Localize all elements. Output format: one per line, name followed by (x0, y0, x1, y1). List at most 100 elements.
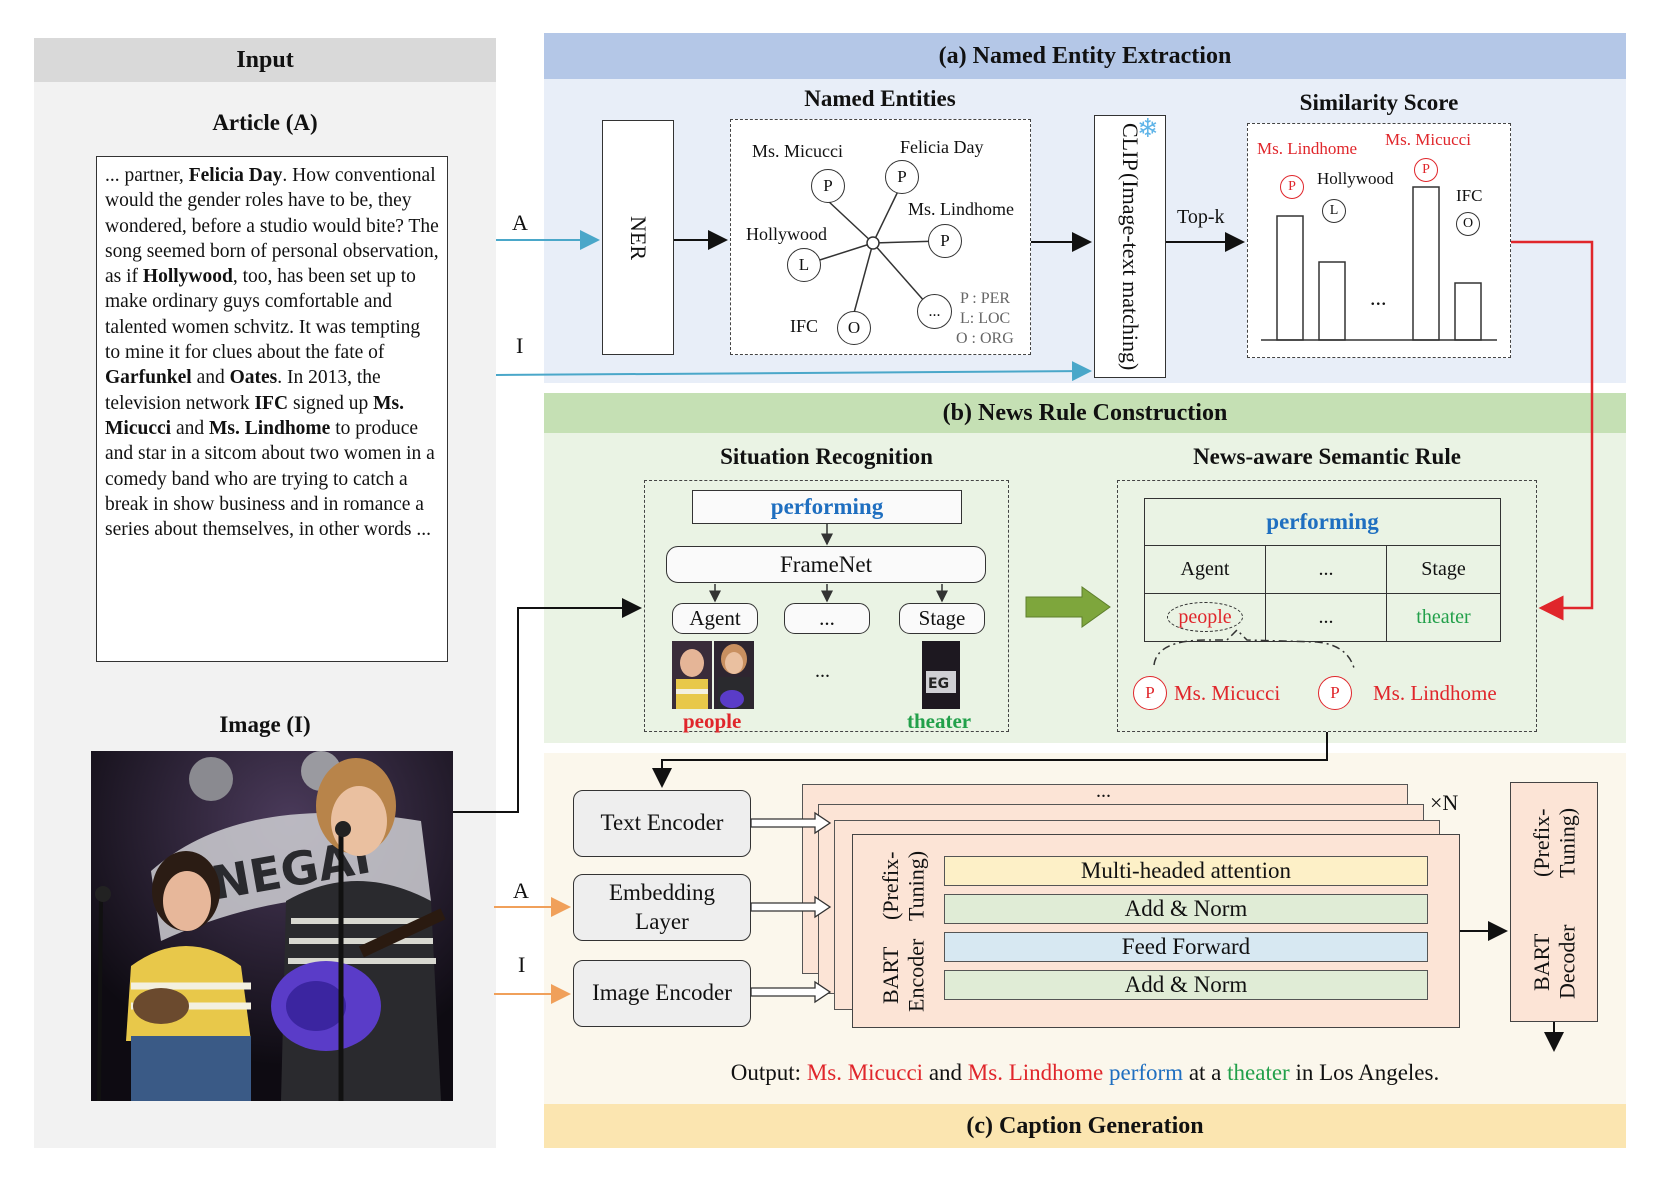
rule-value-agent: people (1144, 593, 1266, 642)
snowflake-icon: ❄ (1137, 114, 1159, 144)
similarity-ellipsis: ... (1370, 285, 1387, 310)
construction-arrow-icon (1025, 586, 1111, 628)
article-text-segment: signed up (288, 392, 374, 414)
situation-title: Situation Recognition (720, 444, 933, 469)
bart-decoder-block: BART Decoder (Prefix-Tuning) (1510, 782, 1598, 1022)
similarity-label-micucci: Ms. Micucci (1385, 130, 1471, 149)
bart-encoder-label: BART Encoder (877, 938, 928, 1013)
article-title: Article (A) (212, 110, 318, 135)
rule-entity-node-2: P (1318, 676, 1352, 710)
output-segment: Ms. Lindhome (967, 1060, 1104, 1085)
article-text-segment: and (171, 417, 209, 439)
theater-label: theater (907, 709, 972, 733)
rule-table: performing Agent ... Stage people ... th… (1144, 498, 1501, 642)
situation-middle-ellipsis: ... (815, 660, 830, 682)
entity-node-micucci: P (811, 169, 845, 203)
output-segment: Ms. Micucci (806, 1060, 924, 1085)
agent-thumbnail-1 (672, 641, 712, 709)
panel-c-input-a: A (513, 878, 529, 903)
entity-node-more: ... (917, 294, 952, 329)
rule-entity-label-2: Ms. Lindhome (1373, 681, 1497, 705)
entity-label-ifc: IFC (790, 316, 819, 336)
similarity-node-lindhome: P (1280, 175, 1304, 199)
entity-legend-org: O : ORG (956, 330, 1014, 347)
entity-label-hollywood: Hollywood (746, 224, 827, 244)
clip-sublabel: (Image-text matching) (1118, 172, 1143, 370)
role-stage: Stage (899, 603, 985, 634)
framenet-box: FrameNet (666, 546, 986, 583)
output-prefix: Output: (730, 1060, 802, 1085)
stack-ellipsis: ... (1096, 780, 1111, 802)
situation-verb-box: performing (692, 490, 962, 524)
output-segment: perform (1103, 1060, 1184, 1085)
similarity-bars (1261, 186, 1497, 341)
topk-label: Top-k (1177, 206, 1225, 228)
framenet-label: FrameNet (780, 551, 872, 577)
panel-b-title: (b) News Rule Construction (942, 399, 1228, 426)
entity-legend-loc: L: LOC (960, 310, 1011, 327)
output-text: Ms. Micucci and Ms. Lindhome perform at … (807, 1060, 1439, 1085)
bart-encoder-sublabel: (Prefix-Tuning) (877, 850, 928, 921)
layer-add-norm-2: Add & Norm (944, 970, 1428, 1000)
article-text-segment: , too, has been set up to make ordinary … (105, 266, 421, 364)
article-text-segment: ... partner, (105, 165, 189, 186)
bart-decoder-label: BART Decoder (1528, 924, 1579, 1000)
similarity-label-ifc: IFC (1456, 186, 1483, 205)
repeat-label: ×N (1430, 790, 1459, 815)
panel-c-title: (c) Caption Generation (966, 1112, 1204, 1139)
clip-box: CLIP (Image-text matching) (1094, 115, 1166, 378)
entity-node-ifc: O (837, 311, 871, 345)
panel-a-input-i: I (516, 333, 524, 358)
situation-verb: performing (770, 494, 884, 519)
entity-legend-per: P : PER (960, 290, 1011, 307)
similarity-node-micucci: P (1414, 158, 1438, 182)
situation-box (644, 480, 1009, 732)
output-segment: at a (1183, 1060, 1228, 1085)
named-entities-title: Named Entities (804, 86, 956, 111)
layer-feed-forward: Feed Forward (944, 932, 1428, 962)
similarity-node-ifc: O (1456, 212, 1480, 236)
ner-label: NER (626, 215, 651, 260)
article-entity-mention: Ms. Micucci (105, 392, 404, 439)
clip-label: CLIP (1118, 123, 1143, 171)
rule-entity-label-1: Ms. Micucci (1174, 681, 1281, 705)
named-entities-box (730, 119, 1031, 355)
image-title: Image (I) (219, 712, 311, 737)
article-entity-mention: IFC (254, 392, 289, 414)
rule-value-stage: theater (1386, 593, 1501, 642)
input-title: Input (236, 46, 294, 73)
rule-header-agent: Agent (1144, 545, 1266, 594)
role-agent: Agent (672, 603, 758, 634)
output-segment: in Los Angeles. (1289, 1060, 1440, 1085)
panel-c-header: (c) Caption Generation (544, 1104, 1626, 1148)
people-label: people (683, 709, 742, 733)
bart-encoder-label-wrap: BART Encoder (Prefix-Tuning) (868, 840, 938, 1020)
article-entity-mention: Garfunkel (105, 367, 192, 389)
article-text-segment: and (191, 367, 230, 389)
output-caption: Output: Ms. Micucci and Ms. Lindhome per… (544, 1060, 1626, 1086)
entity-node-lindhome: P (928, 224, 962, 258)
article-text-segment: . In 2013, the television network (105, 367, 381, 414)
article-entity-mention: Felicia Day (188, 165, 283, 186)
panel-b-header: (b) News Rule Construction (544, 393, 1626, 433)
text-encoder-box: Text Encoder (573, 790, 751, 857)
layer-multihead-attention: Multi-headed attention (944, 856, 1428, 886)
article-text-segment: . How conventional would the gender role… (105, 165, 439, 288)
article-entity-mention: Oates (229, 367, 278, 389)
ner-box: NER (602, 120, 674, 355)
entity-label-micucci: Ms. Micucci (752, 141, 843, 161)
panel-a-title: (a) Named Entity Extraction (938, 42, 1232, 69)
bart-decoder-sublabel: (Prefix-Tuning) (1528, 807, 1579, 878)
rule-people-oval: people (1167, 602, 1243, 632)
rule-header-stage: Stage (1386, 545, 1501, 594)
agent-thumbnail-2 (714, 641, 754, 709)
panel-a-header: (a) Named Entity Extraction (544, 33, 1626, 79)
rule-header-more: ... (1265, 545, 1387, 594)
entity-node-hollywood: L (787, 248, 821, 282)
rule-entity-node-1: P (1133, 676, 1167, 710)
entity-node-felicia: P (885, 160, 919, 194)
input-panel-header: Input (34, 38, 496, 82)
output-segment: theater (1227, 1060, 1290, 1085)
embedding-layer-box: Embedding Layer (573, 874, 751, 941)
svg-text:EG: EG (928, 676, 949, 692)
